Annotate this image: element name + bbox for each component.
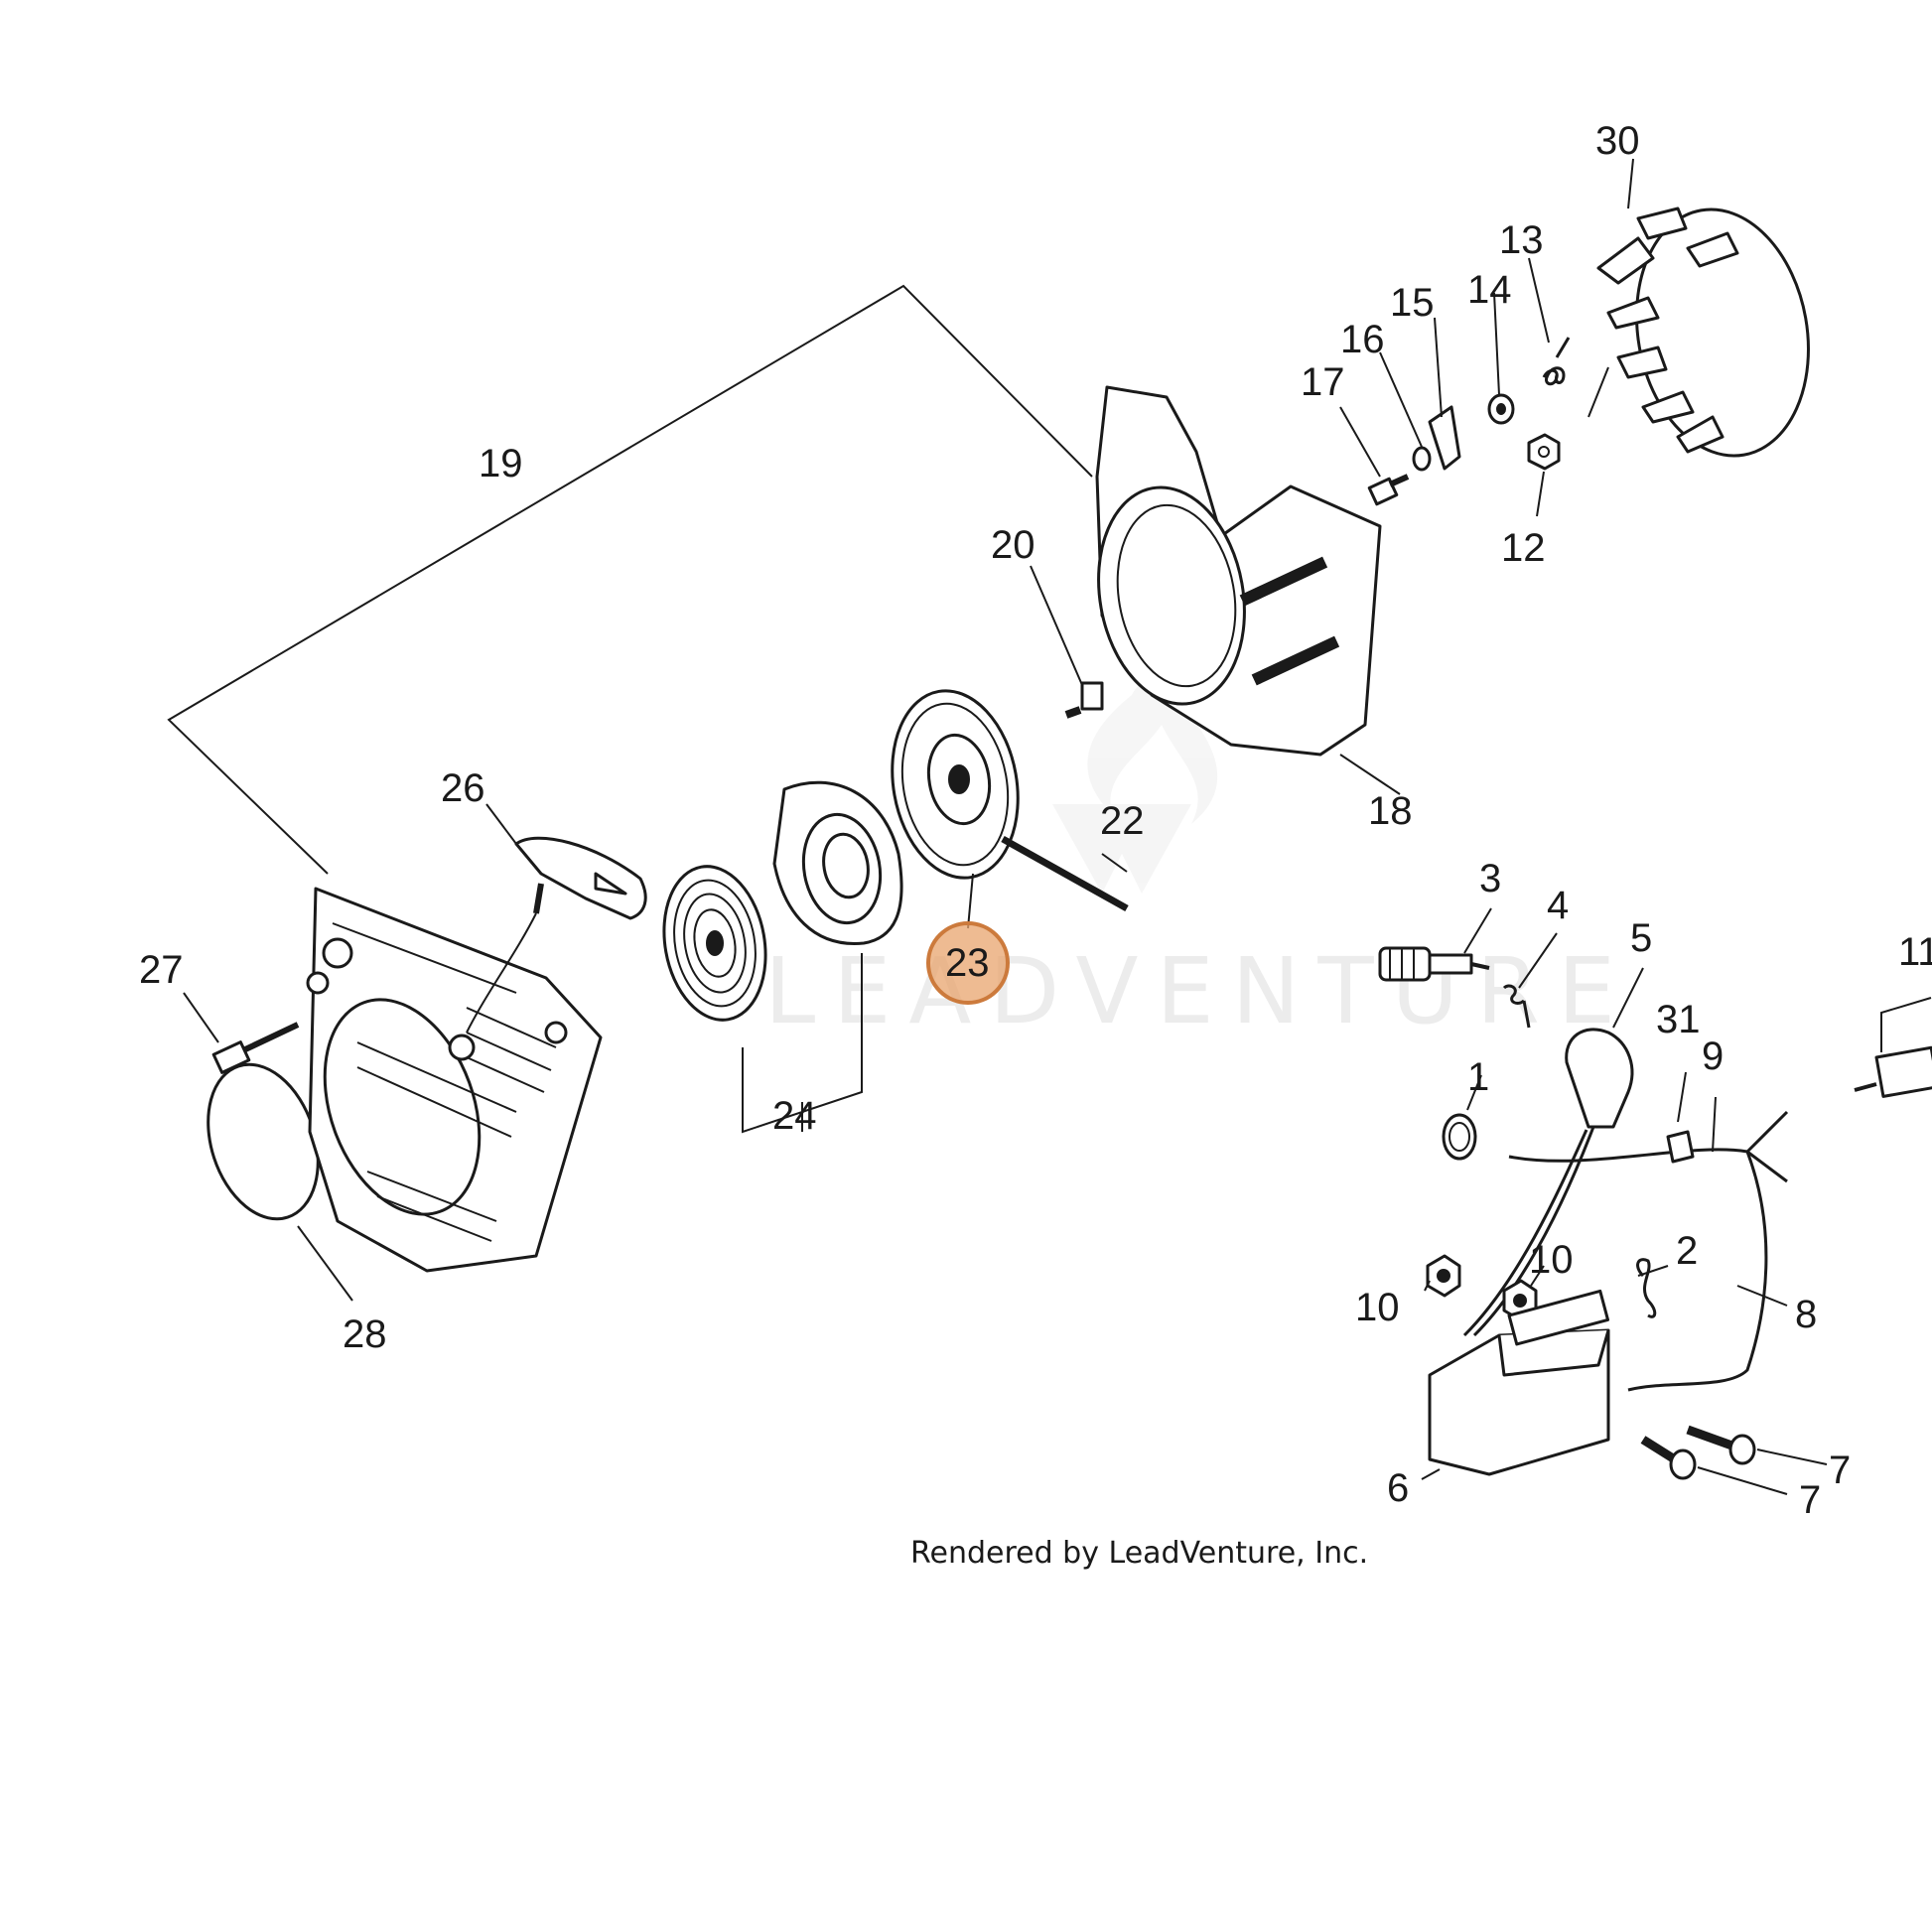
- callout-9[interactable]: 9: [1702, 1035, 1724, 1078]
- callout-23[interactable]: 23: [945, 941, 990, 985]
- part-5-plug-boot: [1565, 1028, 1634, 1129]
- part-22-starter-rope: [1001, 835, 1129, 912]
- part-23-rope-pulley: [891, 689, 1020, 880]
- callout-28[interactable]: 28: [343, 1312, 387, 1356]
- part-31-cap: [1666, 1130, 1695, 1164]
- assembly-bracket-19: [167, 284, 1093, 875]
- callout-7-lower[interactable]: 7: [1799, 1478, 1821, 1522]
- part-20-screw: [1064, 681, 1104, 719]
- callout-labels: 30 13 15 14 16 17 12 19 20 18 26 22 23 2…: [139, 119, 1932, 1522]
- callout-18[interactable]: 18: [1368, 789, 1413, 833]
- part-12-nut: [1527, 433, 1561, 471]
- part-11-spring: [1854, 1045, 1932, 1098]
- part-16-washer: [1412, 446, 1432, 472]
- callout-15[interactable]: 15: [1390, 281, 1435, 325]
- callout-17[interactable]: 17: [1301, 360, 1345, 404]
- callout-13[interactable]: 13: [1499, 218, 1544, 262]
- part-7-screw-lower: [1640, 1436, 1697, 1480]
- callout-16[interactable]: 16: [1340, 318, 1385, 361]
- watermark-text: LEADVENTURE: [764, 938, 1633, 1044]
- watermark: LEADVENTURE: [764, 680, 1633, 1044]
- part-27-bolt: [211, 1022, 300, 1074]
- callout-31[interactable]: 31: [1656, 998, 1701, 1041]
- part-7-screw-upper: [1686, 1425, 1756, 1465]
- part-2-clip: [1636, 1258, 1657, 1318]
- callout-22[interactable]: 22: [1100, 799, 1145, 843]
- part-13-spring: [1542, 337, 1571, 386]
- highlight-marker[interactable]: [926, 921, 1010, 1005]
- part-8-ignition-wire: [1462, 1126, 1595, 1337]
- render-caption: Rendered by LeadVenture, Inc.: [910, 1536, 1368, 1571]
- callout-26[interactable]: 26: [441, 766, 485, 810]
- callout-10-left[interactable]: 10: [1355, 1286, 1400, 1329]
- part-6-ignition-module: [1428, 1289, 1610, 1476]
- part-17-bolt: [1367, 474, 1410, 506]
- part-24-ratchet-plate: [662, 865, 767, 1022]
- callout-20[interactable]: 20: [991, 523, 1035, 567]
- part-10-nut-left: [1426, 1254, 1461, 1298]
- part-30-flywheel: [1587, 207, 1810, 458]
- callout-24[interactable]: 24: [772, 1094, 817, 1138]
- callout-3[interactable]: 3: [1479, 857, 1501, 900]
- part-4-spring: [1502, 984, 1531, 1029]
- callout-7-upper[interactable]: 7: [1829, 1449, 1851, 1492]
- callout-27[interactable]: 27: [139, 948, 184, 992]
- part-9-stop-wire: [1508, 1110, 1789, 1392]
- part-24-pulley-cover: [772, 780, 903, 945]
- callout-30[interactable]: 30: [1595, 119, 1640, 163]
- callout-11[interactable]: 11: [1898, 930, 1932, 974]
- callout-12[interactable]: 12: [1501, 526, 1546, 570]
- part-26-starter-handle: [466, 836, 647, 1034]
- part-3-spark-plug: [1378, 946, 1490, 982]
- callout-2[interactable]: 2: [1676, 1229, 1698, 1273]
- callout-10-right[interactable]: 10: [1529, 1238, 1574, 1282]
- part-1-grommet: [1442, 1113, 1477, 1161]
- callout-6[interactable]: 6: [1387, 1466, 1409, 1510]
- leader-lines: [183, 158, 1932, 1495]
- callout-5[interactable]: 5: [1630, 916, 1652, 960]
- callout-1[interactable]: 1: [1467, 1055, 1489, 1099]
- part-19-starter-housing: [306, 887, 603, 1273]
- callout-8[interactable]: 8: [1795, 1293, 1817, 1336]
- callout-19[interactable]: 19: [479, 442, 523, 485]
- part-18-fan-housing: [1095, 385, 1382, 757]
- callout-14[interactable]: 14: [1467, 268, 1512, 312]
- part-15-bracket: [1428, 405, 1461, 471]
- callout-4[interactable]: 4: [1547, 884, 1569, 927]
